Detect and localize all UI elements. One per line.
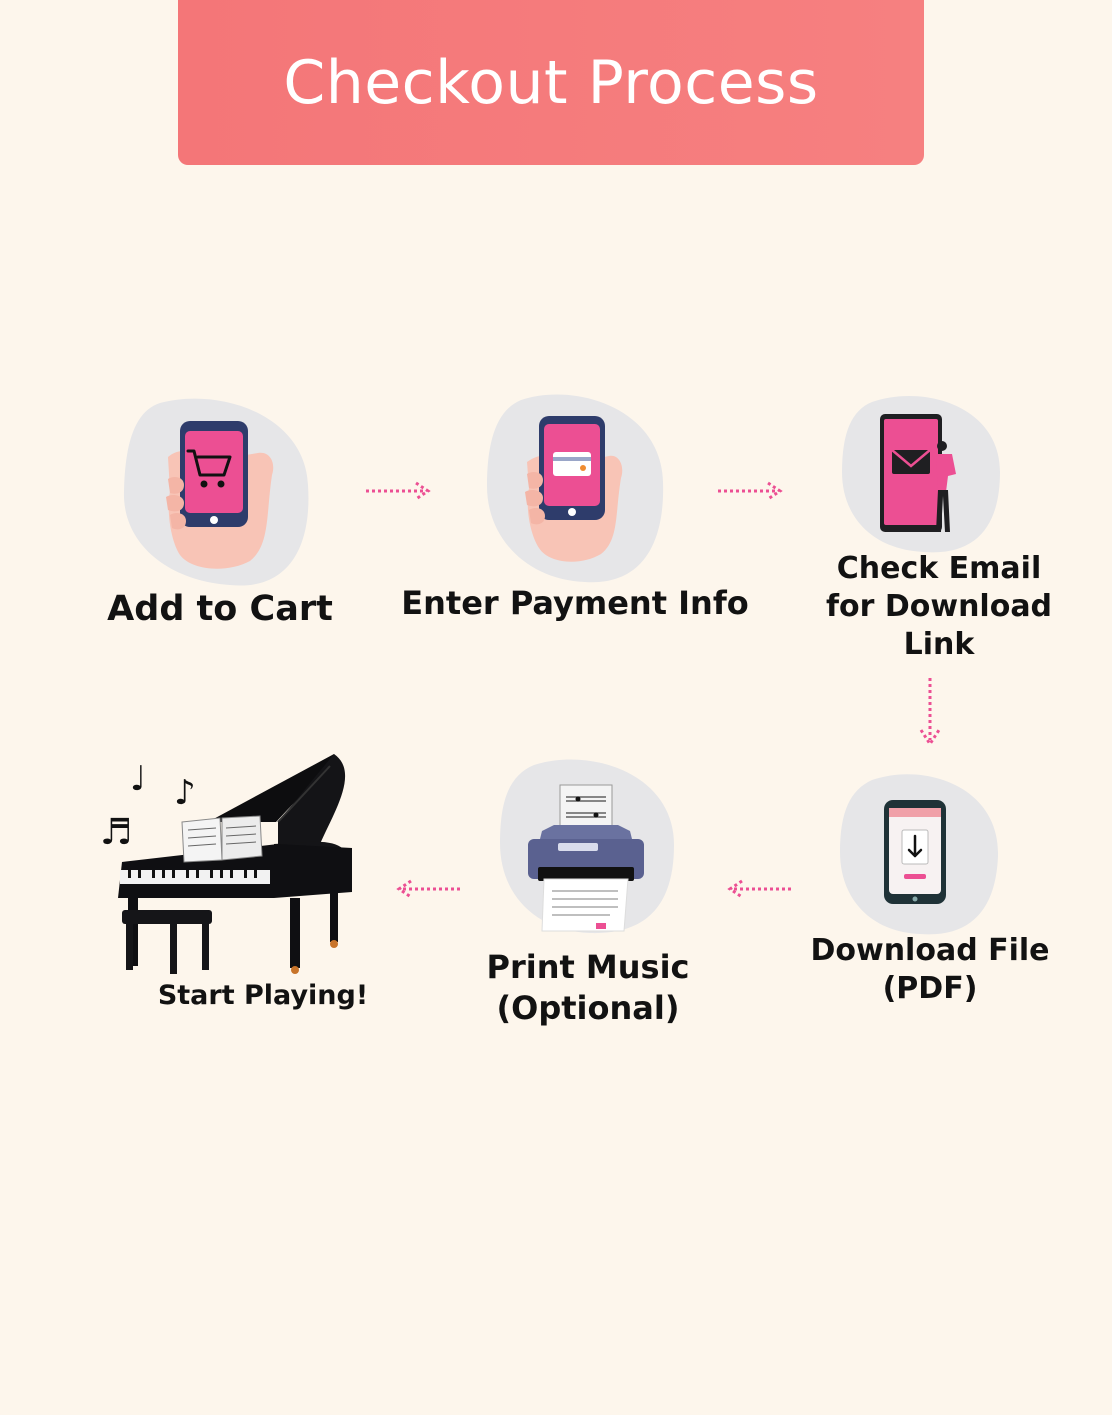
step-add-to-cart: Add to Cart xyxy=(107,395,333,629)
arrow-payment-to-email xyxy=(718,481,783,501)
svg-text:♬: ♬ xyxy=(100,812,132,853)
step-label-download-file: Download File (PDF) xyxy=(810,933,1050,1007)
email-phone-icon xyxy=(842,395,1000,553)
arrow-email-to-download xyxy=(919,678,941,747)
step-label-start-playing: Start Playing! xyxy=(157,980,369,1011)
svg-text:♩: ♩ xyxy=(130,759,146,799)
step-download-file: Download File (PDF) xyxy=(810,770,1050,1006)
svg-text:♪: ♪ xyxy=(174,773,196,813)
arrow-print-to-playing xyxy=(396,879,461,899)
step-enter-payment: Enter Payment Info xyxy=(401,390,749,622)
page-title: Checkout Process xyxy=(283,47,819,118)
cart-phone-icon xyxy=(123,398,309,586)
printer-icon xyxy=(500,759,674,934)
title-banner: Checkout Process xyxy=(178,0,924,165)
step-label-enter-payment: Enter Payment Info xyxy=(401,584,749,622)
download-phone-icon xyxy=(840,774,999,935)
step-label-check-email: Check Email for Download Link xyxy=(825,551,1053,663)
step-start-playing: ♩ ♪ ♬ Start Playing! xyxy=(98,752,368,1011)
piano-icon: ♩ ♪ ♬ xyxy=(100,754,352,974)
step-print-music: Print Music (Optional) xyxy=(486,755,690,1027)
step-label-print-music: Print Music (Optional) xyxy=(486,948,690,1027)
step-label-add-to-cart: Add to Cart xyxy=(107,589,333,629)
arrow-download-to-print xyxy=(727,879,792,899)
card-phone-icon xyxy=(487,394,664,583)
arrow-cart-to-payment xyxy=(366,481,431,501)
step-check-email: Check Email for Download Link xyxy=(826,392,1052,662)
